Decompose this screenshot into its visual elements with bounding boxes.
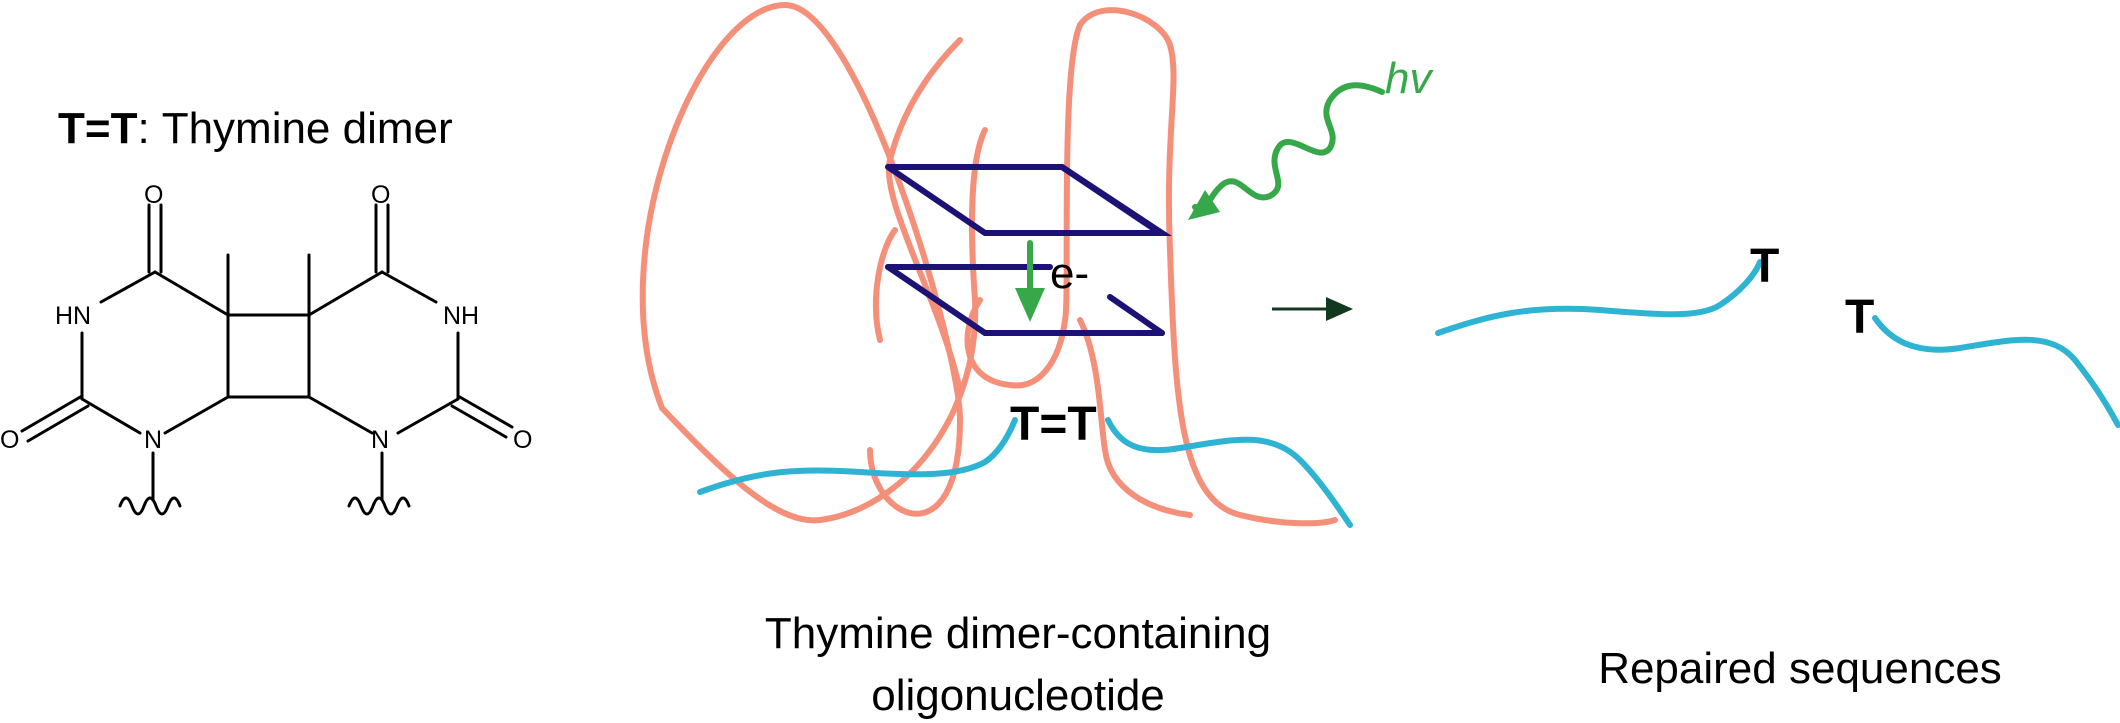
oligo-caption-line2: oligonucleotide [871,671,1165,720]
atom-n-left: N [144,426,162,454]
atom-o-left-bottom: O [0,426,19,454]
atom-hn-left: HN [55,302,91,330]
structure-bonds [20,203,514,516]
electron-label: e- [1050,249,1089,298]
repaired-caption: Repaired sequences [1598,644,2002,693]
oligo-caption-line1: Thymine dimer-containing [765,609,1271,658]
dna-loop-right-inner [964,22,1083,389]
oligonucleotide-diagram: e- hv T=T Thymine dimer-containing oligo… [639,2,1434,720]
g-quartet-top [885,164,1172,236]
dna-loop-right-down [1077,317,1193,518]
atom-n-right: N [371,426,389,454]
repaired-sequences: T T Repaired sequences [1435,240,2120,693]
g-quartet-bottom-diag [885,264,988,336]
g-quartet-bottom-right [1107,294,1165,336]
atom-o-right-bottom: O [513,426,532,454]
repaired-base-left: T [1750,240,1779,293]
heading-name: Thymine dimer [162,104,453,153]
electron-transfer-arrow: e- [1015,240,1089,322]
repaired-base-right: T [1845,291,1874,344]
oligo-strand-right [1105,417,1353,528]
dimer-label: T=T [1010,398,1097,451]
dna-loop-left [639,2,963,517]
dna-loop-right [1077,7,1338,527]
atom-nh-right: NH [443,302,479,330]
dna-loop-left-bottom [872,227,898,343]
oligo-strand-left [697,417,1018,495]
atom-o-right-top: O [371,181,390,209]
structure-heading: T=T: Thymine dimer [58,104,453,153]
photon-label: hv [1385,54,1434,103]
heading-symbol: T=T [58,104,138,153]
dna-loop-bottom-left [659,127,988,524]
repaired-strand-left [1435,259,1763,336]
g-quartet-stack [885,164,1172,336]
repaired-strand-right [1872,315,2120,428]
oligo-strand [697,417,1353,528]
thymine-dimer-structure: T=T: Thymine dimer [0,104,532,516]
atom-o-left-top: O [144,181,163,209]
heading-colon: : [137,104,149,153]
g-quartet-top-front [1059,164,1163,236]
structure-atoms: O O HN NH O O N N [0,181,532,454]
photon-arrow: hv [1188,54,1434,220]
dna-loop-left-inner [885,37,963,393]
